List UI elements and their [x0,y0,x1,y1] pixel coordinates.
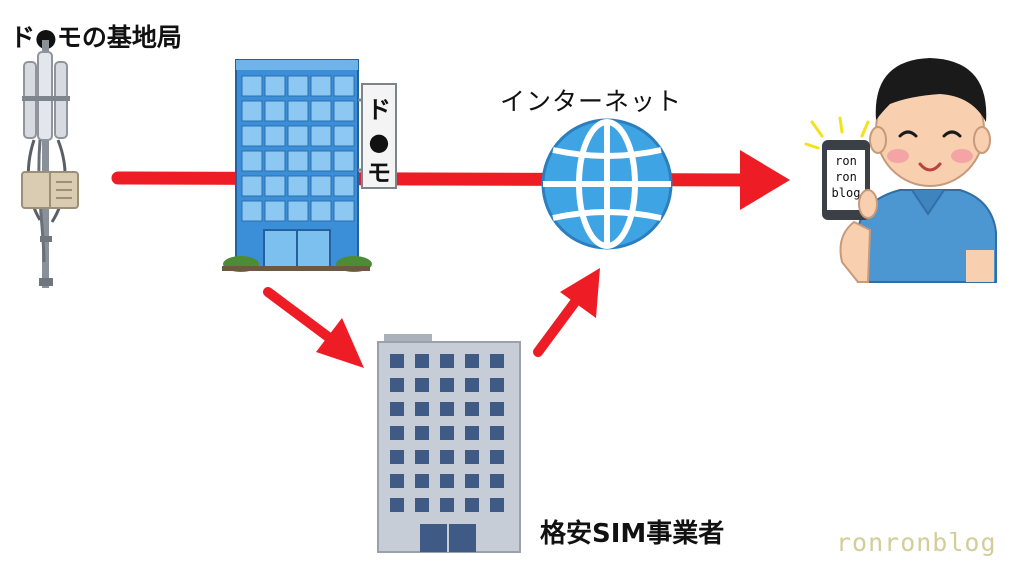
building-window [333,100,355,122]
main-arrow [111,150,790,210]
building-window [264,175,286,197]
building-window [465,354,479,368]
building-window [333,150,355,172]
carrier-to-mvno-arrow [263,287,340,347]
building-window [310,175,332,197]
building-window [241,150,263,172]
building-window [390,450,404,464]
building-window [390,474,404,488]
building-window [264,125,286,147]
building-window [310,150,332,172]
globe-icon [541,118,673,250]
internet-label: インターネット [500,87,683,116]
building-window [333,75,355,97]
building-window [264,75,286,97]
building-window [440,426,454,440]
building-window [241,75,263,97]
building-window [415,402,429,416]
watermark: ronronblog [836,528,997,557]
building-window [415,354,429,368]
building-window [415,450,429,464]
building-window [241,200,263,222]
building-window [440,378,454,392]
building-window [440,354,454,368]
building-window [415,426,429,440]
mvno-label: 格安SIM事業者 [540,519,725,549]
building-window [490,474,504,488]
building-window [490,426,504,440]
building-window [465,426,479,440]
person-with-smartphone-icon: ron ron blog [804,58,997,283]
mvno-to-internet-arrow [533,293,583,357]
building-window [287,125,309,147]
building-window [490,354,504,368]
building-window [333,200,355,222]
building-window [287,150,309,172]
carrier-sign-char-1: ド [367,96,391,124]
phone-screen-line-3: blog [832,186,861,200]
building-window [287,175,309,197]
building-window [390,498,404,512]
phone-screen-line-1: ron [835,154,857,168]
cell-tower-icon [21,40,79,288]
building-window [390,426,404,440]
building-window [264,100,286,122]
building-window [264,200,286,222]
building-window [264,150,286,172]
carrier-office-building: ド ● モ [222,59,397,272]
building-window [390,354,404,368]
building-window [287,100,309,122]
building-window [440,402,454,416]
building-window [490,498,504,512]
building-window [241,100,263,122]
building-window [333,175,355,197]
carrier-sign-char-2: ● [369,128,390,156]
building-window [390,402,404,416]
building-window [241,175,263,197]
building-window [310,75,332,97]
building-window [390,378,404,392]
building-window [241,125,263,147]
building-window [440,498,454,512]
building-window [415,498,429,512]
building-window [440,474,454,488]
building-window [465,450,479,464]
mvno-office-building [377,334,521,553]
carrier-sign-char-3: モ [367,159,391,187]
mvno-to-internet-arrowhead [560,268,600,318]
building-window [333,125,355,147]
building-window [310,100,332,122]
building-window [490,450,504,464]
building-window [287,200,309,222]
building-window [465,402,479,416]
carrier-to-mvno-arrowhead [316,318,364,368]
building-window [490,378,504,392]
building-window [465,378,479,392]
building-window [465,474,479,488]
base-station-label: ド●モの基地局 [10,23,182,52]
building-window [490,402,504,416]
building-window [440,450,454,464]
building-window [415,378,429,392]
building-window [287,75,309,97]
phone-screen-line-2: ron [835,170,857,184]
building-window [310,200,332,222]
building-window [465,498,479,512]
building-window [415,474,429,488]
building-window [310,125,332,147]
